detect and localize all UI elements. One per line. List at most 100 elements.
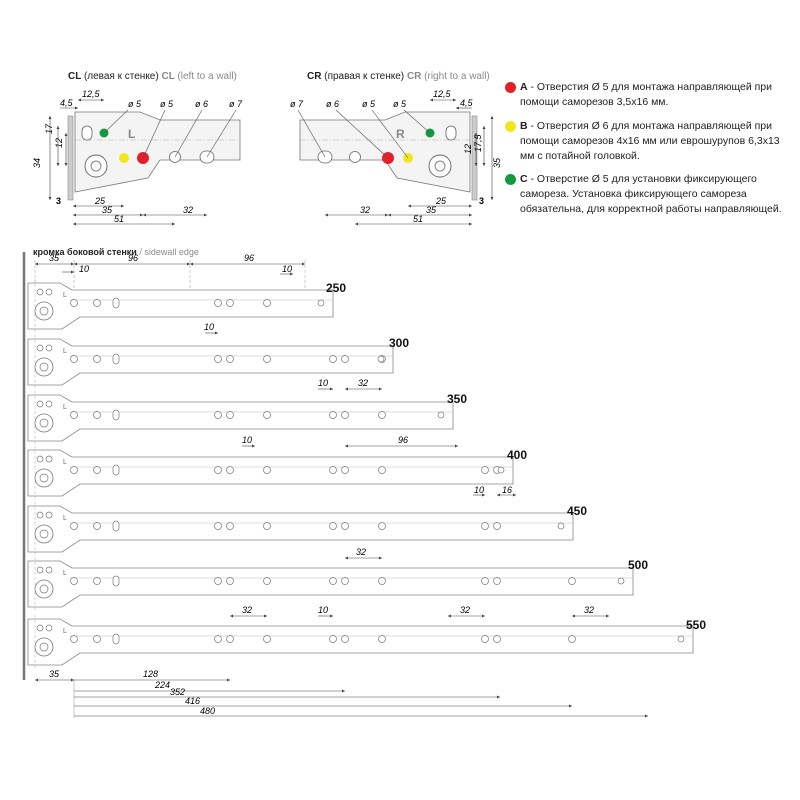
rail-length-450: 450 [567,504,588,518]
detail-left-code-en: CL [161,71,175,82]
rail-body [27,338,394,386]
rail-hole [329,577,337,585]
legend-dot-c [505,174,516,185]
rail-roller-hub [39,529,49,539]
detail-left-roller-hub [90,160,102,172]
rail-hole [36,624,44,632]
dim-label: 16 [502,485,512,495]
rail-body [27,394,454,442]
rail-hole [36,400,44,408]
rail-hole [263,577,271,585]
rail-hole [481,466,489,474]
rail-hole [493,635,501,643]
rail-hole [226,522,234,530]
dim-label: 35 [426,205,437,215]
hole-label: ø 7 [290,99,304,109]
rail-hole [329,522,337,530]
rail-hole [263,522,271,530]
rail-hole [45,455,53,463]
dim-label: 3 [479,196,484,206]
rail-hole [214,411,222,419]
rail-hole [93,355,101,363]
rail-hole [263,466,271,474]
rail-hole [263,635,271,643]
detail-left-leader [142,109,166,159]
rail-slot [112,353,120,365]
rail-hole [70,466,78,474]
rail-side-letter: L [63,348,67,355]
detail-right-drawing: R 12,5 4,5 12 17,5 35 3 25 35 51 32 ø 7 [290,89,502,226]
dim-label: 3 [56,196,61,206]
dim-label: 51 [114,214,124,224]
legend-dot-a [505,82,516,93]
detail-right-leader [371,109,409,159]
rail-body [27,282,334,330]
detail-left-title: CL (левая к стенке) CL (left to a wall) [68,72,237,82]
bottom-dimensions: 35 128 224 352 416 480 [35,669,648,718]
detail-right-leader [403,109,431,134]
rail-slot [112,464,120,476]
sidewall-edge-ru: кромка боковой стенки [33,247,137,257]
detail-left-wall [67,115,74,201]
rail-hole [493,522,501,530]
legend-item-c: C - Отверстие Ø 5 для установки фиксирую… [520,172,795,217]
dim-label: 51 [413,214,423,224]
hole-label: ø 5 [393,99,407,109]
dim-label: 17,5 [473,133,483,152]
rail-hole [93,522,101,530]
detail-right-title-en: (right to a wall) [424,71,490,82]
detail-left-drawing: L 12,5 4,5 17 12 34 3 25 35 51 32 [32,89,243,226]
dim-label: 4,5 [460,98,474,108]
dim-label: 10 [318,378,328,388]
legend-text-b: - Отверстия Ø 6 для монтажа направляющей… [520,120,780,162]
hole-label: ø 7 [229,99,243,109]
rail-hole [329,411,337,419]
rail-hole [329,466,337,474]
dim-label: 96 [244,253,254,263]
detail-left-side-letter: L [128,127,135,141]
dim-label: 12 [463,144,473,154]
rail-body [27,505,574,553]
hole-label: ø 5 [362,99,376,109]
dim-label: 10 [204,322,214,332]
rail-hole [481,577,489,585]
hole-label: ø 6 [326,99,339,109]
rail-hole [378,466,386,474]
rail-hole [45,344,53,352]
dim-label: 10 [242,435,252,445]
rail-end-hole [677,635,685,643]
rail-hole [263,299,271,307]
rail-roller-hub [39,584,49,594]
dim-label: 352 [170,687,185,697]
rail-hole [568,635,576,643]
rail-hole [36,344,44,352]
rail-roller-hub [39,473,49,483]
rail-hole [263,411,271,419]
detail-left-profile [74,111,241,193]
rail-hole [226,466,234,474]
rail-side-letter: L [63,404,67,411]
top-dimensions: 35 10 96 96 10 [34,253,306,300]
rail-hole [226,577,234,585]
dim-label: 12 [54,138,64,148]
rail-hole [45,288,53,296]
rail-length-500: 500 [628,558,649,572]
rail-hole [226,411,234,419]
detail-left-code: CL [68,71,82,82]
rail-slot [112,633,120,645]
detail-right-hole-6 [349,151,361,163]
dim-label: 17 [44,123,54,134]
rail-hole [36,455,44,463]
dim-label: 10 [474,485,484,495]
rail-hole [70,577,78,585]
detail-right-code: CR [307,71,322,82]
rail-length-300: 300 [389,336,410,350]
rail-hole [226,355,234,363]
dim-label: 10 [79,264,89,274]
rail-side-letter: L [63,292,67,299]
detail-right-leader [297,109,326,158]
detail-right-slot [445,125,457,141]
rail-hole [341,466,349,474]
